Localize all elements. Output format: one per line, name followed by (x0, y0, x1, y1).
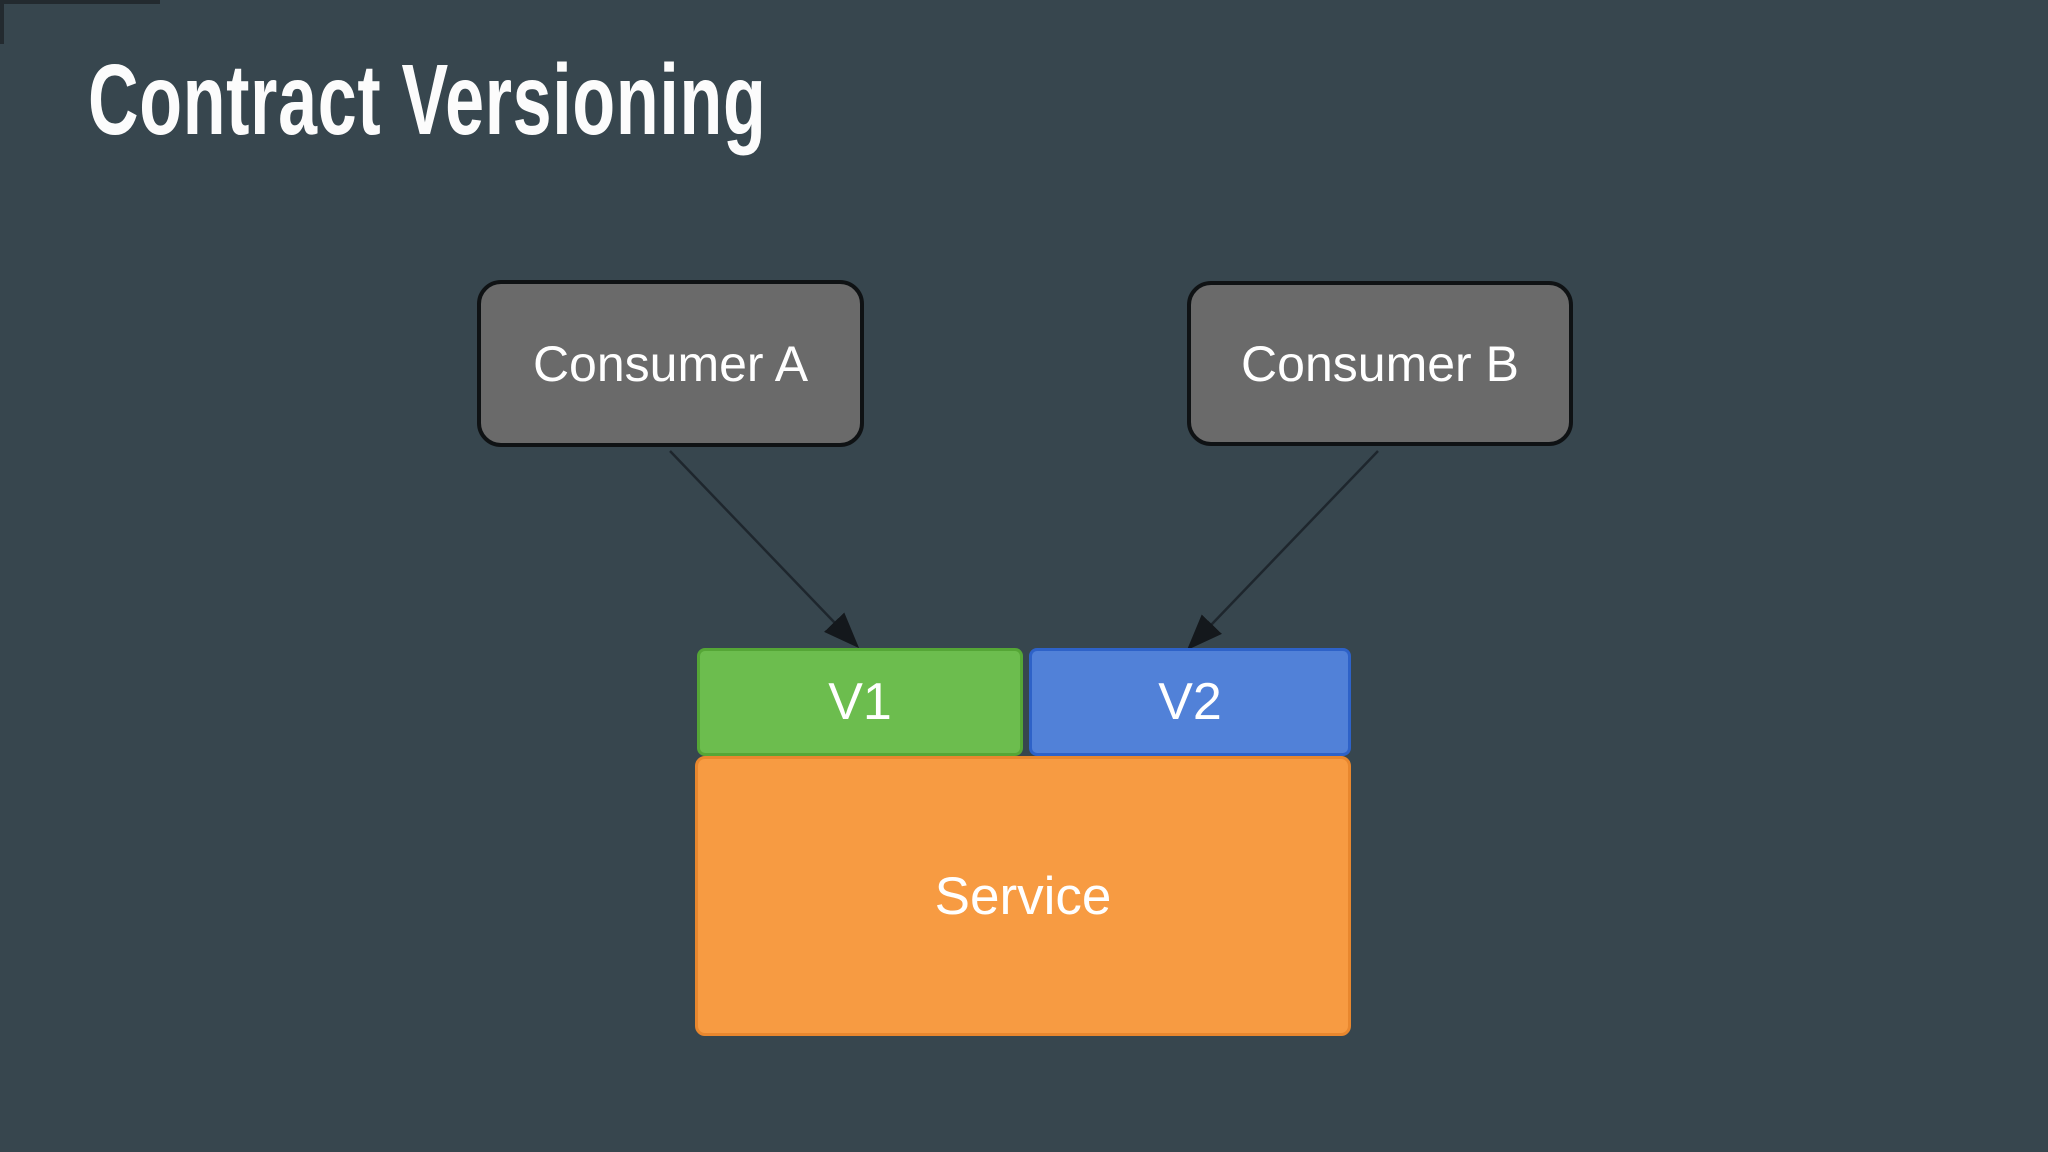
node-version-v2: V2 (1029, 648, 1351, 756)
node-service: Service (695, 756, 1351, 1036)
node-v2-label: V2 (1158, 673, 1222, 731)
slide-title: Contract Versioning (88, 44, 767, 156)
node-consumer-a-label: Consumer A (532, 335, 809, 392)
arrow-consumer-a-to-v1 (669, 450, 860, 649)
arrow-consumer-b-to-v2 (1186, 450, 1379, 651)
node-service-label: Service (934, 866, 1112, 926)
slide-left-edge (0, 0, 4, 44)
slide-top-edge (0, 0, 160, 4)
node-consumer-a: Consumer A (477, 280, 864, 447)
node-version-v1: V1 (697, 648, 1023, 756)
node-consumer-b-label: Consumer B (1241, 335, 1519, 392)
node-v1-label: V1 (828, 673, 892, 731)
node-consumer-b: Consumer B (1187, 281, 1573, 446)
